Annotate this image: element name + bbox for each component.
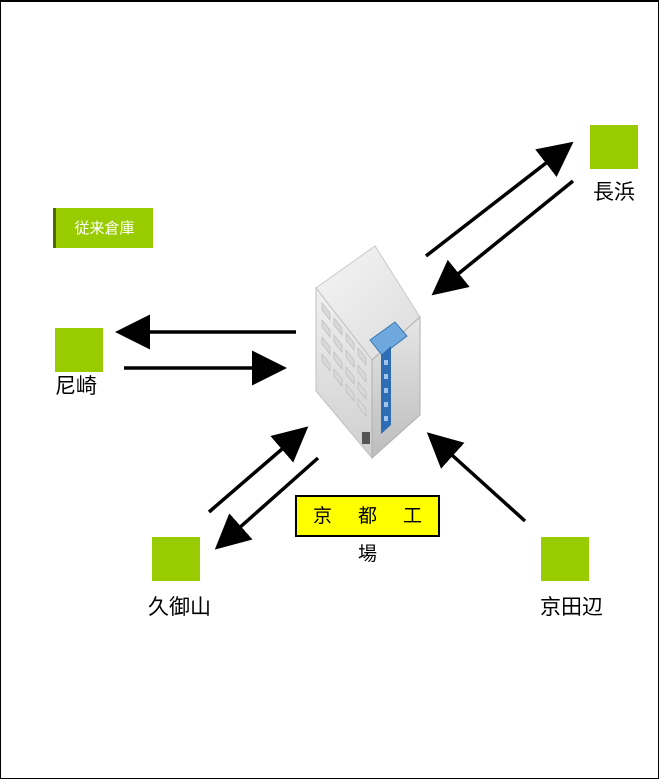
site-label-kyotanabe: 京田辺 [540,595,603,619]
factory-label: 京 都 工 場 [295,495,440,565]
arrow-kyotanabe-to-factory [426,432,527,523]
site-box-amagasaki [55,328,103,372]
site-box-kumiyama [152,537,200,581]
arrow-kumiyama-to-factory [207,426,309,514]
legend-warehouse-box: 従来倉庫 [53,208,153,248]
site-label-kumiyama: 久御山 [148,595,211,619]
site-box-nagahama [590,125,638,169]
site-box-kyotanabe [541,537,589,581]
site-label-amagasaki: 尼崎 [55,374,97,398]
arrow-factory-to-kumiyama [214,456,320,550]
site-label-nagahama: 長浜 [593,180,635,204]
arrow-nagahama-to-factory [431,179,575,296]
legend-label: 従来倉庫 [74,219,135,237]
arrow-factory-to-nagahama [424,141,574,258]
